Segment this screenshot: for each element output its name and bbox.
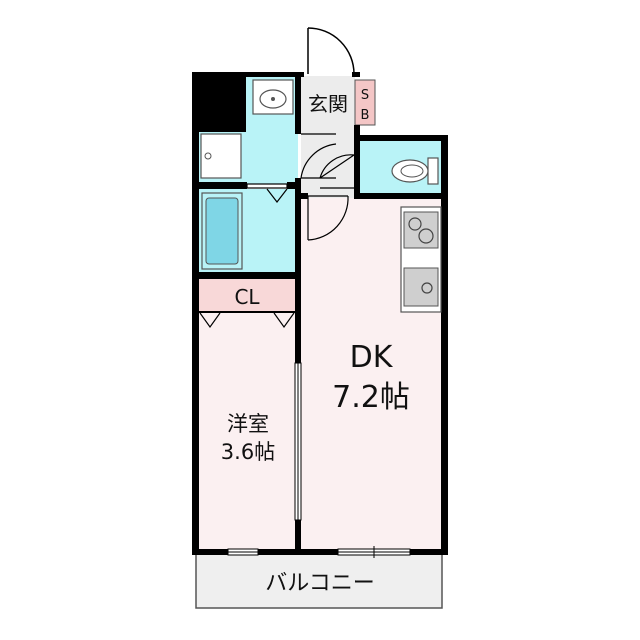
toilet [391, 157, 439, 185]
balcony-floor [195, 552, 443, 609]
bathroom-door[interactable] [246, 183, 288, 203]
closet-doors[interactable] [199, 312, 295, 329]
dk-door[interactable] [307, 195, 349, 241]
closet-floor [198, 279, 298, 312]
washroom-door[interactable] [300, 133, 337, 179]
bedroom-size-label: 3.6帖 [221, 440, 275, 464]
bath-tub [201, 192, 243, 270]
bedroom-name-label: 洋室 [227, 412, 269, 436]
dk-size-label: 7.2帖 [332, 380, 410, 415]
toilet-door[interactable] [319, 154, 355, 189]
washing-machine-pan [200, 133, 242, 179]
kitchen-counter [400, 206, 442, 313]
balcony-label: バルコニー [265, 571, 375, 596]
shoebox [354, 79, 376, 126]
wash-basin [252, 79, 294, 115]
window-bedroom [227, 548, 259, 556]
entrance-door[interactable] [307, 27, 355, 75]
dk-name-label: DK [350, 340, 394, 375]
sliding-door-bedroom[interactable] [294, 362, 302, 521]
bedroom-floor [198, 312, 298, 550]
closet-label: CL [234, 285, 260, 309]
window-dk [337, 546, 411, 558]
walls [192, 72, 448, 555]
shoebox-label-b: B [361, 108, 370, 123]
entrance-label: 玄関 [308, 92, 348, 116]
shoebox-label-s: S [361, 88, 369, 103]
